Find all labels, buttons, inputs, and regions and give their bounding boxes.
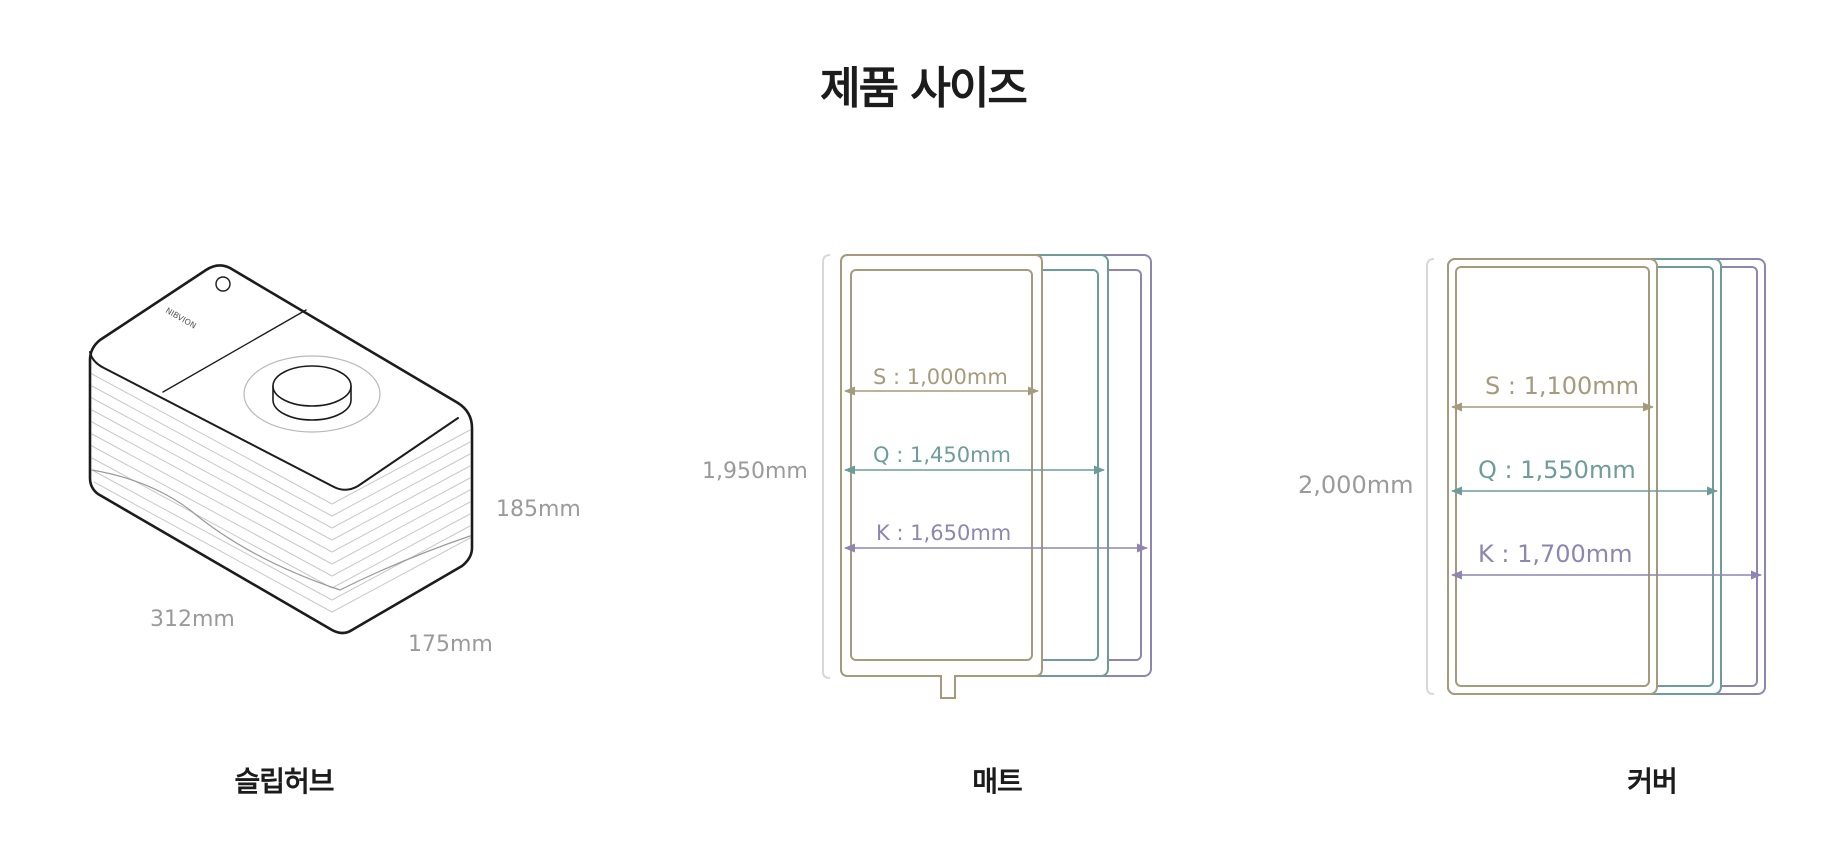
cover-size-k-label: K : 1,700mm [1478,540,1633,568]
mat-size-k-label: K : 1,650mm [876,521,1011,545]
mat-size-s-label: S : 1,000mm [873,365,1008,389]
mat-length-label: 1,950mm [702,459,808,484]
page-title: 제품 사이즈 [820,63,1028,114]
mat-size-q-label: Q : 1,450mm [873,443,1011,467]
cover-size-q-label: Q : 1,550mm [1478,456,1636,484]
mat-length-bracket [822,254,831,679]
hub-body-outline [88,264,474,635]
mat-diagram [822,254,1152,699]
hub-height-label: 185mm [496,497,581,522]
hub-width-label: 312mm [150,607,235,632]
cover-panel-s [1447,258,1658,695]
mat-panel-s [840,254,1043,699]
cover-size-s-label: S : 1,100mm [1485,372,1639,400]
caption-mat: 매트 [972,765,1023,798]
hub-depth-label: 175mm [408,632,493,657]
cover-diagram [1426,258,1766,695]
cover-length-bracket [1426,258,1435,695]
sleep-hub-illustration [88,264,474,635]
caption-sleep-hub: 슬립허브 [234,765,334,798]
caption-cover: 커버 [1627,765,1678,798]
cover-length-label: 2,000mm [1298,471,1413,499]
